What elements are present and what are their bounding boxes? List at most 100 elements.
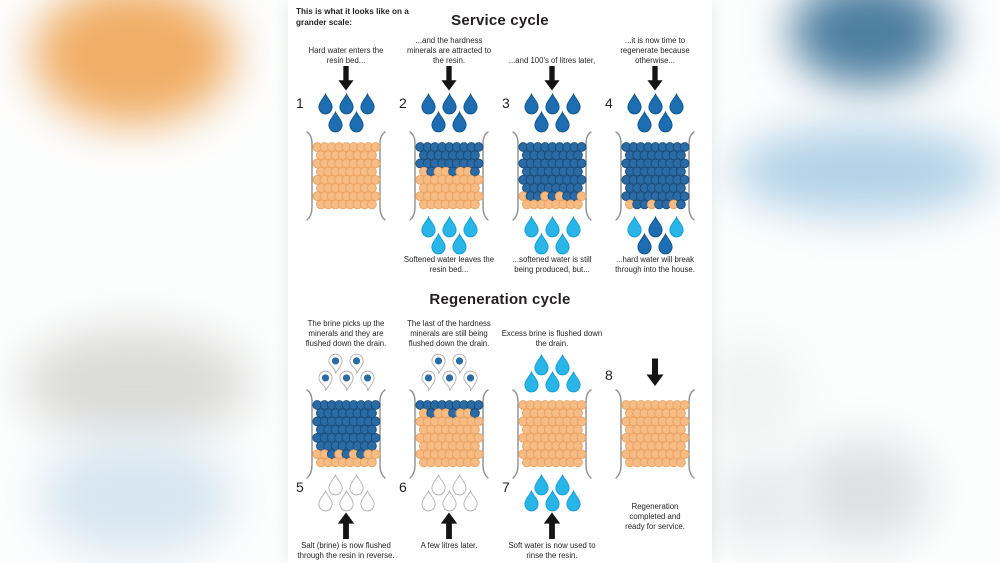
- soft-water-drop-icon: [523, 489, 539, 511]
- hardness-mineral-bead: [679, 191, 690, 202]
- hard-water-drop-icon: [565, 92, 581, 114]
- hard-water-drop-icon: [647, 215, 663, 237]
- soft-water-drop-icon: [534, 353, 549, 375]
- stage-number: 3: [502, 95, 510, 111]
- intro-text-line1: This is what it looks like on a: [296, 7, 409, 16]
- regeneration-cycle-title: Regeneration cycle: [429, 291, 571, 308]
- hardness-mineral-bead: [676, 166, 686, 177]
- resin-bead: [576, 400, 587, 410]
- down-arrow-icon: [441, 66, 457, 91]
- tank-wall: [409, 131, 416, 221]
- tank-wall: [409, 389, 416, 479]
- resin-tank: [512, 389, 592, 479]
- soft-water-drop-icon: [668, 215, 684, 237]
- hardness-mineral-bead: [370, 432, 381, 443]
- resin-tank: [306, 131, 386, 221]
- soft-water-drop-icon: [565, 489, 581, 511]
- soft-water-drop-icon: [431, 232, 446, 254]
- resin-bead: [576, 416, 587, 427]
- hardness-mineral-bead: [370, 416, 381, 427]
- empty-drop-icon: [462, 489, 478, 511]
- stage-number: 6: [399, 479, 407, 495]
- stage-caption-top: ...and the hardness minerals are attract…: [406, 36, 492, 65]
- brine-mineral-pin-icon: [338, 370, 354, 391]
- resin-bead: [679, 449, 690, 460]
- stage-number: 2: [399, 95, 407, 111]
- empty-drop-icon: [420, 489, 436, 511]
- hardness-mineral-bead: [676, 183, 686, 193]
- resin-bead: [470, 441, 480, 451]
- hardness-mineral-bead: [470, 408, 480, 419]
- background-blur-gray-right3: [700, 340, 800, 450]
- tank-wall: [688, 389, 695, 479]
- tank-wall: [379, 131, 386, 221]
- resin-bead: [679, 432, 690, 443]
- resin-bead: [676, 457, 686, 468]
- tank-wall: [615, 131, 622, 221]
- stage-number: 5: [296, 479, 304, 495]
- hardness-mineral-bead: [473, 158, 484, 169]
- brine-mineral-pin-icon: [328, 353, 343, 374]
- intro-text-line2: grander scale:: [296, 17, 352, 27]
- resin-bead: [473, 432, 484, 443]
- stage-caption-top: Excess brine is flushed down the drain.: [501, 329, 603, 348]
- resin-bead: [367, 166, 377, 177]
- background-blur-gray-right1: [798, 438, 930, 546]
- hardness-mineral-bead: [573, 150, 583, 161]
- hardness-mineral-bead: [679, 158, 690, 169]
- stage-caption-top: The last of the hardness minerals are st…: [407, 319, 491, 348]
- empty-drop-icon: [431, 473, 446, 495]
- hardness-mineral-bead: [473, 400, 484, 410]
- empty-drop-icon: [338, 489, 354, 511]
- soft-water-drop-icon: [534, 232, 549, 254]
- hard-water-drop-icon: [441, 92, 457, 114]
- brine-mineral-pin-icon: [441, 370, 457, 391]
- hardness-mineral-dot: [363, 373, 371, 381]
- hardness-mineral-dot: [331, 356, 340, 364]
- stage-number: 4: [605, 95, 613, 111]
- down-arrow-icon: [647, 66, 663, 91]
- resin-bead: [470, 199, 480, 210]
- background-blur-blue-left: [40, 438, 232, 556]
- hardness-mineral-bead: [573, 166, 583, 177]
- resin-bead: [676, 408, 686, 419]
- resin-bead: [367, 150, 377, 161]
- hard-water-drop-icon: [658, 110, 673, 132]
- resin-bead: [473, 191, 484, 202]
- stage-caption-bottom: Soft water is now used to rinse the resi…: [508, 541, 596, 560]
- stage-caption-bottom: Softened water leaves the resin bed...: [403, 255, 495, 274]
- hard-water-drop-icon: [637, 232, 652, 254]
- resin-bead: [679, 416, 690, 427]
- up-arrow-icon: [337, 512, 355, 539]
- hard-water-drop-icon: [420, 92, 436, 114]
- resin-bead: [473, 416, 484, 427]
- soft-water-drop-icon: [420, 215, 436, 237]
- resin-bead: [370, 158, 381, 169]
- tank-wall: [379, 389, 386, 479]
- brine-mineral-pin-icon: [462, 370, 478, 391]
- resin-bead: [367, 183, 377, 193]
- hardness-mineral-bead: [676, 150, 686, 161]
- hard-water-drop-icon: [349, 110, 364, 132]
- brine-mineral-pin-icon: [359, 370, 375, 391]
- stage-caption-bottom: A few litres later.: [420, 541, 478, 550]
- background-blur-orange: [33, 0, 233, 125]
- hardness-mineral-bead: [370, 400, 381, 410]
- resin-bead: [576, 191, 587, 202]
- hard-water-drop-icon: [658, 232, 673, 254]
- resin-tank: [409, 131, 489, 221]
- soft-water-drop-icon: [544, 370, 560, 392]
- up-arrow-icon: [440, 512, 458, 539]
- hardness-mineral-dot: [445, 373, 453, 381]
- tank-wall: [585, 131, 592, 221]
- stage-number: 8: [605, 367, 613, 383]
- stage-number: 7: [502, 479, 510, 495]
- resin-tank: [615, 131, 695, 221]
- tank-wall: [585, 389, 592, 479]
- diagram-panel: This is what it looks like on a grander …: [288, 0, 712, 563]
- hardness-mineral-bead: [573, 183, 583, 193]
- stage-caption-bottom: ...hard water will break through into th…: [615, 255, 695, 274]
- resin-bead: [367, 199, 377, 210]
- hardness-mineral-bead: [576, 158, 587, 169]
- hard-water-drop-icon: [534, 110, 549, 132]
